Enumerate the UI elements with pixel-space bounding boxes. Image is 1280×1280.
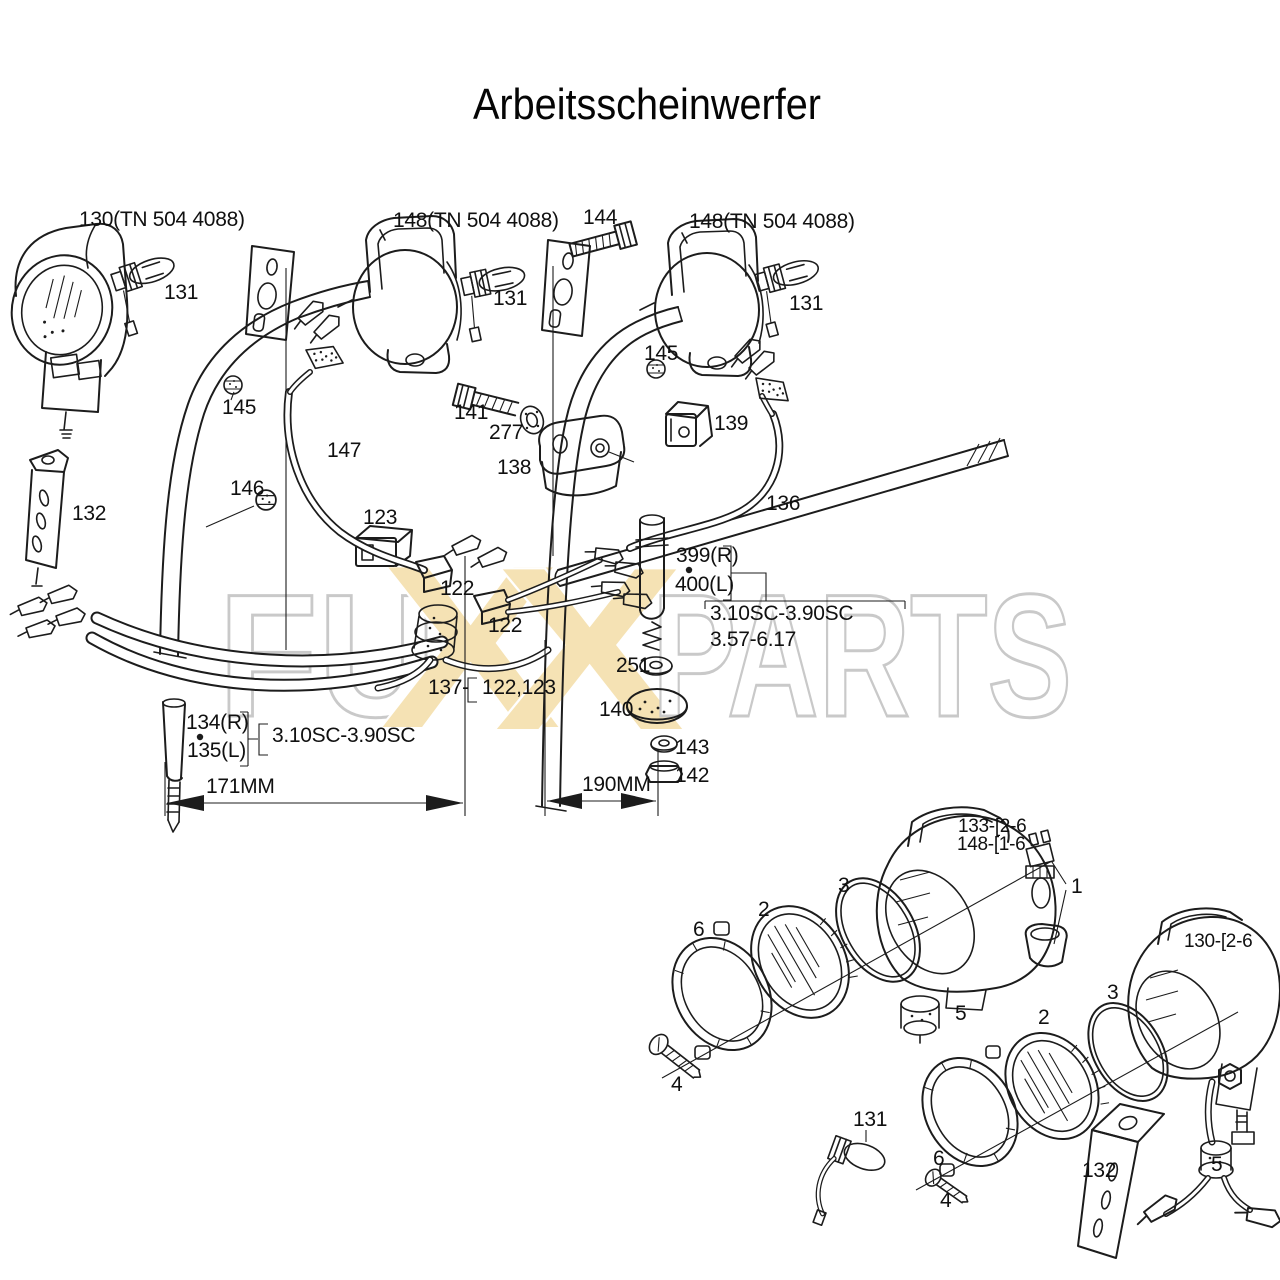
label-130-left: 130(TN 504 4088) bbox=[79, 208, 245, 231]
label-143: 143 bbox=[675, 736, 709, 759]
label-item-4b: 4 bbox=[940, 1189, 952, 1212]
exploded-lamp-a bbox=[648, 806, 1068, 1079]
label-range-r2: 3.57-6.17 bbox=[710, 628, 796, 651]
page-title: Arbeitsscheinwerfer bbox=[473, 80, 821, 129]
bracket-132-art bbox=[25, 449, 69, 587]
work-lamp-148-middle bbox=[337, 215, 462, 374]
label-251: 251 bbox=[616, 654, 650, 677]
bolt-141-art bbox=[451, 382, 520, 417]
screw-399-400-art bbox=[626, 514, 688, 783]
nut-145-left-art bbox=[223, 375, 243, 395]
grommet-cluster-art bbox=[374, 604, 552, 692]
label-137-ref: 122,123 bbox=[482, 676, 556, 699]
label-131-mid: 131 bbox=[493, 287, 527, 310]
bracket-132-detail-art bbox=[1077, 1103, 1165, 1259]
washer-277-art bbox=[519, 405, 545, 435]
label-dim-190: 190MM bbox=[582, 773, 651, 796]
label-131-right: 131 bbox=[789, 292, 823, 315]
label-140: 140 bbox=[599, 698, 633, 721]
label-ref-130: 130-[2-6 bbox=[1184, 931, 1252, 952]
label-142: 142 bbox=[675, 764, 709, 787]
label-138: 138 bbox=[497, 456, 531, 479]
label-134: 134(R) bbox=[186, 711, 248, 734]
label-131-det: 131 bbox=[853, 1108, 887, 1131]
label-144: 144 bbox=[583, 206, 618, 229]
reference-brackets bbox=[164, 545, 906, 816]
label-item-3a: 3 bbox=[838, 874, 849, 897]
exploded-lamp-b bbox=[812, 907, 1280, 1259]
label-141: 141 bbox=[454, 401, 488, 424]
label-item-5a: 5 bbox=[955, 1002, 966, 1025]
label-range-l: 3.10SC-3.90SC bbox=[272, 724, 415, 747]
label-137: 137- bbox=[428, 676, 469, 699]
label-123: 123 bbox=[363, 506, 397, 529]
label-139: 139 bbox=[714, 412, 748, 435]
clamp-138-art bbox=[538, 414, 635, 497]
label-item-1: 1 bbox=[1071, 875, 1082, 898]
label-132: 132 bbox=[72, 502, 106, 525]
label-dim-171: 171MM bbox=[206, 775, 275, 798]
label-item-5b: 5 bbox=[1211, 1153, 1222, 1176]
label-135: 135(L) bbox=[187, 739, 246, 762]
watermark-text-right: PARTS bbox=[652, 559, 1072, 754]
dimension-arrows bbox=[167, 793, 656, 811]
connector-122-b-art bbox=[473, 589, 511, 625]
bracket-plate-left bbox=[245, 245, 295, 650]
bracket-plate-right bbox=[541, 239, 591, 556]
label-item-4a: 4 bbox=[671, 1073, 683, 1096]
label-146: 146 bbox=[230, 477, 264, 500]
cable-147-art bbox=[283, 369, 428, 574]
bulb-131-detail-art bbox=[812, 1134, 886, 1227]
label-item-2a: 2 bbox=[758, 898, 769, 921]
block-139-art bbox=[665, 401, 713, 447]
label-item-2b: 2 bbox=[1038, 1006, 1049, 1029]
work-lamp-148-right bbox=[639, 218, 764, 377]
label-132-det: 132 bbox=[1082, 1159, 1116, 1182]
diagram-artwork bbox=[7, 215, 1280, 1259]
label-ref-133: 133-[2-6 bbox=[958, 816, 1026, 837]
label-145-left: 145 bbox=[222, 396, 256, 419]
work-lamp-130 bbox=[10, 222, 129, 439]
label-277: 277 bbox=[489, 421, 523, 444]
label-range-r1: 3.10SC-3.90SC bbox=[710, 602, 853, 625]
label-131-left: 131 bbox=[164, 281, 198, 304]
part-labels: 130(TN 504 4088) 148(TN 504 4088) 144 14… bbox=[72, 206, 1253, 1212]
label-148-right: 148(TN 504 4088) bbox=[689, 210, 855, 233]
label-item-6a: 6 bbox=[693, 918, 704, 941]
label-122-a: 122 bbox=[440, 577, 474, 600]
label-148-mid: 148(TN 504 4088) bbox=[393, 209, 559, 232]
label-400: 400(L) bbox=[675, 573, 734, 596]
label-147: 147 bbox=[327, 439, 361, 462]
label-ref-148: 148-[1-6 bbox=[957, 834, 1025, 855]
plug-134-135-art bbox=[162, 698, 186, 833]
label-122-b: 122 bbox=[488, 614, 522, 637]
label-item-3b: 3 bbox=[1107, 981, 1118, 1004]
connector-122-a-art bbox=[415, 555, 453, 593]
label-145-right: 145 bbox=[644, 342, 678, 365]
roll-bar-left bbox=[153, 280, 371, 659]
bulb-socket-1-art bbox=[1024, 829, 1068, 968]
label-399: 399(R) bbox=[676, 544, 738, 567]
label-136: 136 bbox=[766, 492, 800, 515]
label-item-6b: 6 bbox=[933, 1147, 944, 1170]
harness-wires bbox=[85, 611, 449, 692]
